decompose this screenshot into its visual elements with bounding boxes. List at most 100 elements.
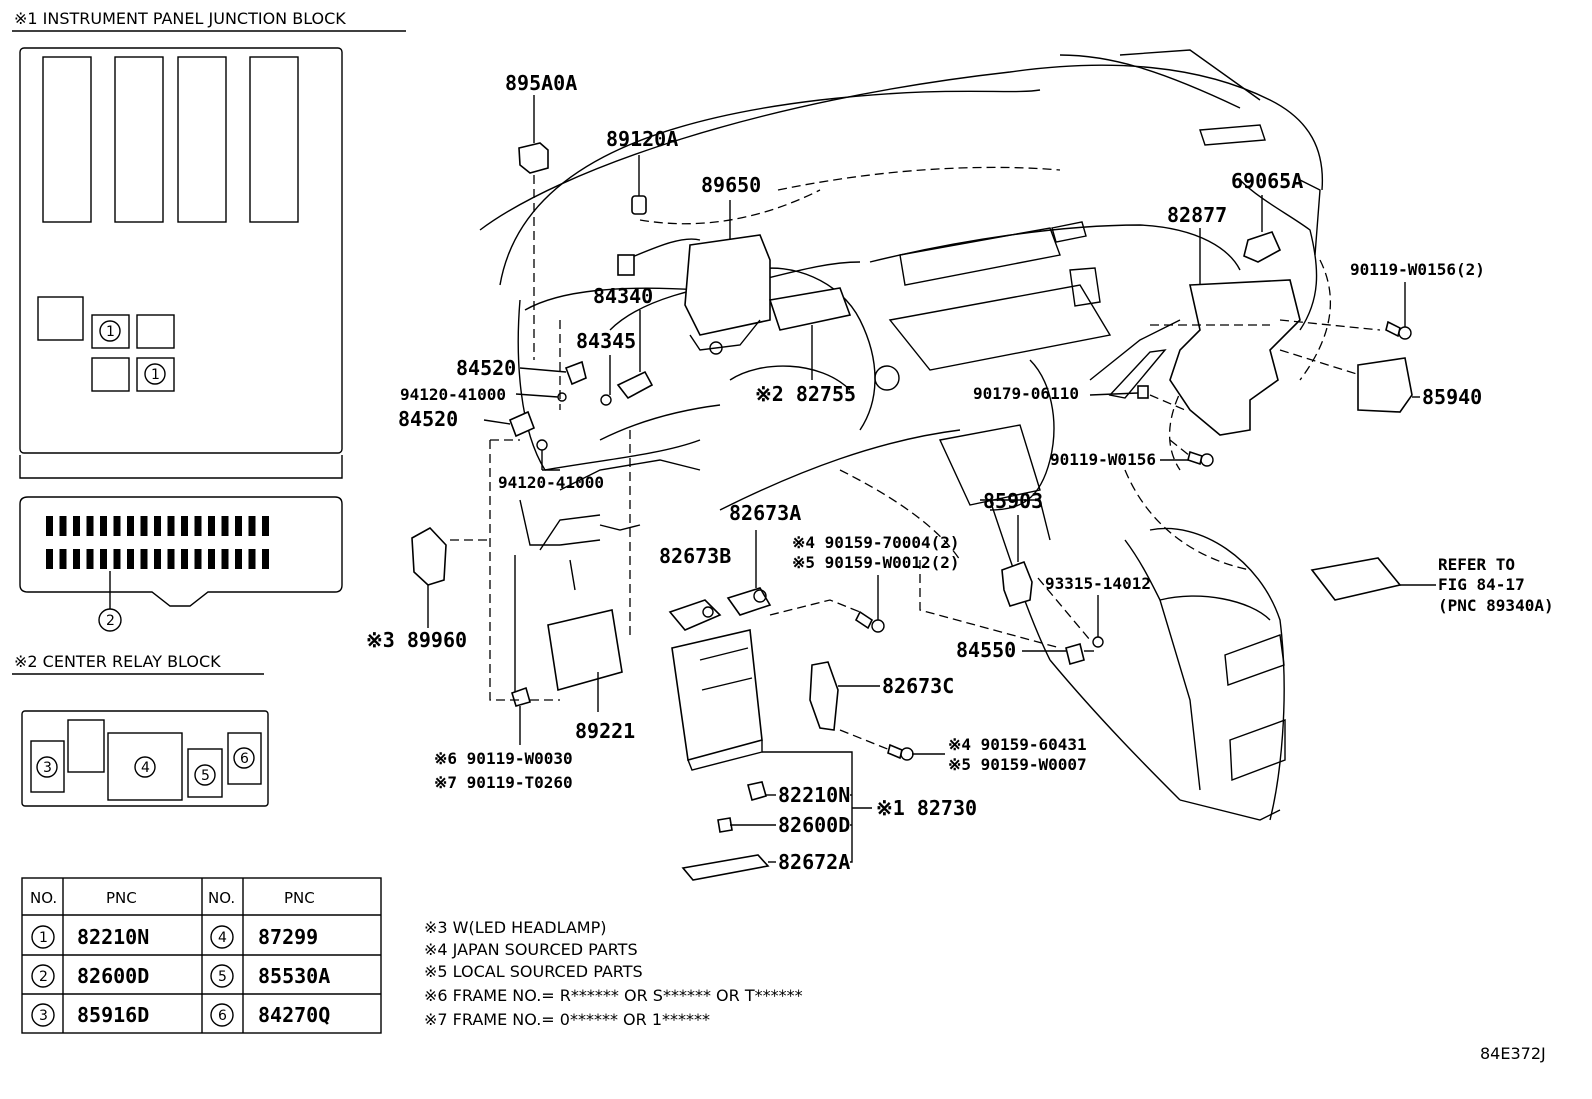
table-row-1-no1: 1 (39, 930, 48, 946)
connector-pin (73, 516, 80, 536)
connector-pin (113, 549, 121, 569)
connector-pin (140, 549, 148, 569)
callout-82210N: 82210N (778, 783, 850, 807)
table-header-pnc-1: PNC (106, 889, 137, 907)
callout-90179-06110: 90179-06110 (973, 384, 1079, 403)
circle-label-4: 4 (141, 760, 150, 776)
connector-pin (221, 549, 229, 569)
connector-pin (127, 549, 134, 569)
junction-block-drawing (19, 47, 343, 632)
note-6: ※6 FRAME NO.= R****** OR S****** OR T***… (424, 986, 803, 1005)
connector-pin (113, 516, 121, 536)
connector-pin (86, 516, 94, 536)
callout-82730: ※1 82730 (876, 796, 977, 820)
callout-84520-a: 84520 (456, 356, 516, 380)
connector-pin (262, 549, 269, 569)
connector-pin (181, 549, 188, 569)
callout-90119-W0030: ※6 90119-W0030 (434, 749, 573, 768)
connector-pin (248, 549, 256, 569)
callout-90159-W0012: ※5 90159-W0012(2) (792, 553, 960, 572)
connector-pin (221, 516, 229, 536)
circle-label-5: 5 (201, 768, 210, 784)
table-row-2-no2: 5 (218, 969, 227, 985)
connector-pin (59, 549, 67, 569)
table-header-no-2: NO. (208, 889, 235, 907)
table-header-pnc-2: PNC (284, 889, 315, 907)
relay-block-title: ※2 CENTER RELAY BLOCK (14, 652, 221, 671)
callout-90159-60431: ※4 90159-60431 (948, 735, 1087, 754)
callout-84520-b: 84520 (398, 407, 458, 431)
connector-pin (100, 516, 107, 536)
callout-90119-W0156-2: 90119-W0156(2) (1350, 260, 1485, 279)
callout-89120A: 89120A (606, 127, 678, 151)
callout-94120-41000-a: 94120-41000 (400, 385, 506, 404)
callout-89960: ※3 89960 (366, 628, 467, 652)
table-row-2-no1: 2 (39, 969, 48, 985)
relay-block-drawing (21, 710, 269, 807)
callout-82673C: 82673C (882, 674, 954, 698)
part-shapes (411, 95, 1413, 881)
connector-pin (262, 516, 269, 536)
connector-pin (208, 516, 215, 536)
connector-pin (86, 549, 94, 569)
connector-pin (154, 516, 161, 536)
note-5: ※5 LOCAL SOURCED PARTS (424, 962, 643, 981)
table-header-no-1: NO. (30, 889, 57, 907)
callout-refer-fig: FIG 84-17 (1438, 575, 1525, 594)
callout-90119-W0156: 90119-W0156 (1050, 450, 1156, 469)
figure-code: 84E372J (1480, 1044, 1546, 1063)
callout-90159-W0007: ※5 90159-W0007 (948, 755, 1087, 774)
connector-pin (59, 516, 67, 536)
callout-895A0A: 895A0A (505, 71, 577, 95)
instrument-panel-outline (479, 49, 1332, 821)
callout-93315-14012: 93315-14012 (1045, 574, 1151, 593)
connector-pin (167, 516, 175, 536)
callout-refer-pnc: (PNC 89340A) (1438, 596, 1554, 615)
callout-84340: 84340 (593, 284, 653, 308)
table-row-3-pnc1: 85916D (77, 1003, 149, 1027)
callout-82600D: 82600D (778, 813, 850, 837)
callout-82877: 82877 (1167, 203, 1227, 227)
table-row-3-no2: 6 (218, 1008, 227, 1024)
circle-label-3: 3 (43, 760, 52, 776)
table-row-3-pnc2: 84270Q (258, 1003, 330, 1027)
connector-pin (73, 549, 80, 569)
circle-label-6: 6 (240, 751, 249, 767)
callout-82673B: 82673B (659, 544, 731, 568)
table-row-1-no2: 4 (218, 930, 227, 946)
note-3: ※3 W(LED HEADLAMP) (424, 918, 607, 937)
callout-85940: 85940 (1422, 385, 1482, 409)
table-row-3-no1: 3 (39, 1008, 48, 1024)
connector-pin (167, 549, 175, 569)
connector-pin (127, 516, 134, 536)
callout-90119-T0260: ※7 90119-T0260 (434, 773, 573, 792)
connector-pin (154, 549, 161, 569)
note-4: ※4 JAPAN SOURCED PARTS (424, 940, 638, 959)
table-row-1-pnc1: 82210N (77, 925, 149, 949)
callout-84550: 84550 (956, 638, 1016, 662)
connector-pin (235, 516, 242, 536)
table-row-2-pnc1: 82600D (77, 964, 149, 988)
callout-89650: 89650 (701, 173, 761, 197)
connector-pin (194, 549, 202, 569)
connector-pin (194, 516, 202, 536)
circle-label-1a: 1 (106, 324, 115, 340)
circle-label-2: 2 (106, 613, 115, 629)
connector-pin (181, 516, 188, 536)
table-row-2-pnc2: 85530A (258, 964, 330, 988)
connector-pin (208, 549, 215, 569)
circle-label-1b: 1 (151, 367, 160, 383)
callout-refer-to: REFER TO (1438, 555, 1515, 574)
callout-82673A: 82673A (729, 501, 801, 525)
callout-84345: 84345 (576, 329, 636, 353)
leader-lines (450, 166, 1436, 863)
connector-pin (248, 516, 256, 536)
callout-82672A: 82672A (778, 850, 850, 874)
connector-pin (235, 549, 242, 569)
table-row-1-pnc2: 87299 (258, 925, 318, 949)
callout-89221: 89221 (575, 719, 635, 743)
connector-pin (46, 516, 53, 536)
connector-pin (140, 516, 148, 536)
note-7: ※7 FRAME NO.= 0****** OR 1****** (424, 1010, 710, 1029)
